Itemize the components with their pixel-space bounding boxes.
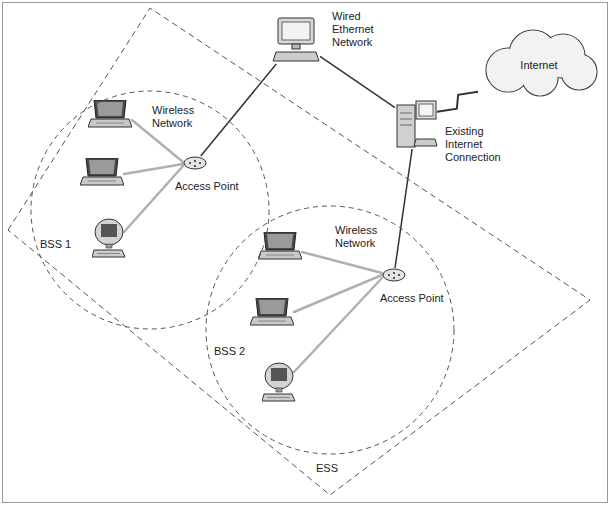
access-point: Access Point [183, 156, 207, 170]
laptop-icon [250, 298, 294, 325]
node-label: Existing Internet Connection [445, 125, 513, 165]
node-label: Access Point [380, 292, 448, 305]
node-label: BSS 2 [214, 345, 256, 358]
bss-circle-outline [30, 90, 270, 330]
network-label: Wireless Network [335, 224, 387, 250]
laptop-icon [88, 100, 132, 127]
laptop-icon [80, 158, 124, 185]
internet-cloud: Internet [478, 26, 600, 98]
internet-link [437, 92, 478, 112]
node-label: Internet [520, 59, 557, 72]
node-label: ESS [316, 462, 350, 475]
internet-server: Existing Internet Connection [395, 95, 437, 149]
bss-circle-outline [205, 205, 455, 455]
node-label: BSS 1 [40, 238, 82, 251]
laptop-icon [258, 232, 302, 259]
desktop-icon [92, 219, 125, 257]
desktop-icon [262, 363, 295, 401]
ethernet-cable [395, 149, 412, 268]
network-label: Wireless Network [152, 104, 202, 130]
wired-workstation: Wired Ethernet Network [272, 16, 320, 64]
access-point: Access Point [382, 268, 406, 282]
node-label: Wired Ethernet Network [332, 10, 392, 50]
access-point-outline [183, 156, 207, 170]
bss-circle: Access PointBSS 1 [30, 90, 270, 330]
internet-server-outline [395, 95, 437, 149]
ethernet-cable [201, 64, 277, 156]
access-point-outline [382, 268, 406, 282]
bss-circle: Access PointBSS 2 [205, 205, 455, 455]
picture-frame [3, 3, 608, 503]
ethernet-cable [320, 56, 395, 107]
node-label: Access Point [175, 180, 245, 193]
wired-workstation-outline [272, 16, 320, 64]
